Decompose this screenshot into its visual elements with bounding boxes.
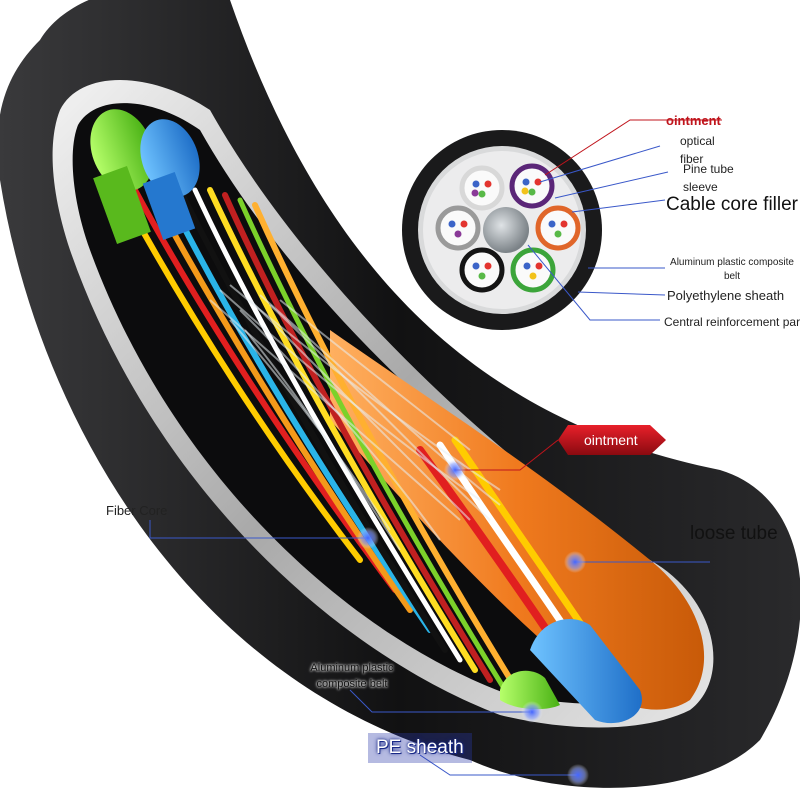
green-tube-end-top bbox=[90, 109, 154, 191]
label-aluminum-belt-main: Aluminum plastic composite belt bbox=[310, 662, 394, 690]
main-leaders bbox=[149, 439, 710, 776]
orange-loose-tube bbox=[330, 330, 705, 710]
ointment-tag-shape bbox=[558, 425, 666, 455]
cross-section bbox=[402, 130, 602, 330]
label-cable-core-filler: Cable core filler bbox=[666, 194, 798, 215]
blue-tube-end-top bbox=[140, 119, 200, 197]
cross-section-leaders bbox=[527, 119, 722, 321]
green-tube-end-bottom bbox=[500, 670, 560, 710]
label-fiber-core: Fiber Core bbox=[106, 503, 168, 518]
blue-tube-end-bottom bbox=[530, 618, 642, 724]
label-optical-fiber: optical fiber bbox=[680, 134, 715, 166]
label-pine-tube: Pine tube sleeve bbox=[683, 162, 734, 194]
label-ointment-top: ointment bbox=[666, 113, 721, 128]
label-loose-tube: loose tube bbox=[690, 523, 778, 544]
central-reinforcement bbox=[483, 207, 529, 253]
label-aluminum-belt-top: Aluminum plastic composite belt bbox=[670, 257, 794, 282]
label-polyethylene-sheath: Polyethylene sheath bbox=[667, 288, 785, 303]
pe-sheath-tag-shape bbox=[368, 733, 472, 763]
label-pe-sheath: PE sheath bbox=[376, 737, 464, 758]
indicator-dots bbox=[357, 459, 589, 786]
label-ointment-main: ointment bbox=[584, 432, 638, 448]
label-central-reinforcement: Central reinforcement part bbox=[664, 315, 800, 329]
